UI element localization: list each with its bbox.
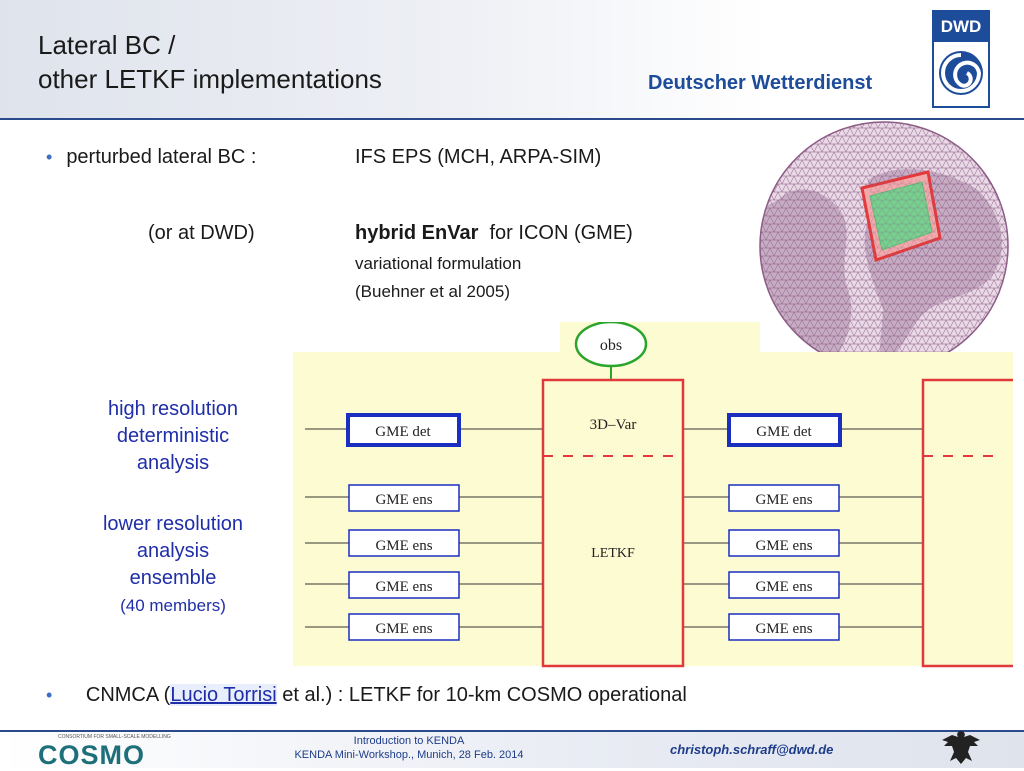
eagle-icon (942, 731, 980, 764)
cosmo-tagline: CONSORTIUM FOR SMALL-SCALE MODELLING (58, 734, 171, 740)
bullet2-post: et al.) : LETKF for 10-km COSMO operatio… (276, 684, 687, 706)
hybrid-envar-line: hybrid EnVar for ICON (GME) (355, 222, 633, 245)
footer-email: christoph.schraff@dwd.de (670, 742, 834, 757)
variational-formulation: variational formulation (355, 254, 522, 273)
gme-det-box-left (346, 413, 461, 447)
3dvar-text: 3D–Var (590, 417, 637, 433)
footer-line-2: KENDA Mini-Workshop., Munich, 28 Feb. 20… (294, 749, 524, 761)
gme-ens-box-right-2 (728, 529, 840, 557)
dwd-logo-text: DWD (934, 12, 988, 42)
footer-bar (0, 732, 1024, 768)
bullet2-pre: CNMCA ( (85, 684, 171, 706)
gme-ens-box-left-1 (348, 484, 460, 512)
gme-ens-text-right-1: GME ens (755, 492, 812, 508)
low-res-line-1: lower resolution (102, 513, 244, 535)
high-res-line-3: analysis (136, 452, 210, 474)
low-res-line-2: analysis (136, 540, 210, 562)
letkf-text: LETKF (591, 546, 635, 561)
gme-ens-box-right-3 (728, 571, 840, 599)
gme-ens-text-left-2: GME ens (375, 538, 432, 554)
low-res-line-3: ensemble (129, 567, 217, 589)
letkf-diagram: obs 3D–Var LETKF GME det GME ens GME ens… (293, 322, 1013, 668)
gme-det-text-left: GME det (375, 424, 431, 440)
obs-node (574, 322, 648, 368)
gme-ens-text-right-3: GME ens (755, 579, 812, 595)
bullet1-value: IFS EPS (MCH, ARPA-SIM) (355, 146, 602, 168)
high-res-line-1: high resolution (107, 398, 239, 420)
high-res-label: high resolution deterministic analysis (58, 396, 288, 477)
footer-event-info: Introduction to KENDA KENDA Mini-Worksho… (250, 734, 568, 762)
bullet-cnmca: • CNMCA (Lucio Torrisi et al.) : LETKF f… (46, 684, 687, 707)
gme-ens-text-left-3: GME ens (375, 579, 432, 595)
gme-det-box-right (727, 413, 842, 447)
org-name: Deutscher Wetterdienst (648, 72, 873, 94)
buehner-reference: (Buehner et al 2005) (355, 282, 510, 301)
cosmo-logo: CONSORTIUM FOR SMALL-SCALE MODELLING COS… (38, 734, 178, 770)
gme-ens-box-left-4 (348, 613, 460, 641)
gme-det-text-right: GME det (756, 424, 812, 440)
slide-title-line-1: Lateral BC / (38, 30, 176, 60)
swirl-icon (939, 51, 983, 95)
bullet-perturbed-bc: • perturbed lateral BC : (46, 146, 256, 169)
gme-ens-box-left-3 (348, 571, 460, 599)
next-analysis-box (921, 378, 1013, 668)
bullet-dot-icon: • (46, 685, 53, 705)
gme-ens-text-right-4: GME ens (755, 621, 812, 637)
footer-divider (0, 730, 1024, 732)
members-count: (40 members) (120, 596, 226, 615)
gme-ens-text-left-1: GME ens (375, 492, 432, 508)
footer-line-1: Introduction to KENDA (353, 735, 465, 747)
cosmo-wordmark: COSMO (38, 740, 146, 770)
high-res-line-2: deterministic (116, 425, 230, 447)
gme-ens-box-right-4 (728, 613, 840, 641)
hybrid-envar-rest: for ICON (GME) (489, 222, 633, 244)
low-res-label: lower resolution analysis ensemble (40 m… (58, 511, 288, 619)
gme-ens-text-right-2: GME ens (755, 538, 812, 554)
obs-text: obs (600, 337, 622, 354)
bullet1-label: perturbed lateral BC : (66, 146, 257, 168)
header-bar (0, 0, 1024, 118)
slide-title: Lateral BC / other LETKF implementations (38, 28, 382, 96)
dwd-label: (or at DWD) (148, 222, 255, 244)
analysis-box (541, 378, 685, 668)
hybrid-envar-bold: hybrid EnVar (355, 222, 479, 244)
bullet-dot-icon: • (46, 147, 53, 167)
gme-ens-box-right-1 (728, 484, 840, 512)
gme-ens-text-left-4: GME ens (375, 621, 432, 637)
globe-grid-image (759, 121, 1009, 371)
header-divider (0, 118, 1024, 120)
gme-ens-box-left-2 (348, 529, 460, 557)
lucio-torrisi-link[interactable]: Lucio Torrisi (170, 684, 277, 706)
slide-title-line-2: other LETKF implementations (38, 64, 382, 94)
dwd-logo: DWD (932, 10, 990, 108)
